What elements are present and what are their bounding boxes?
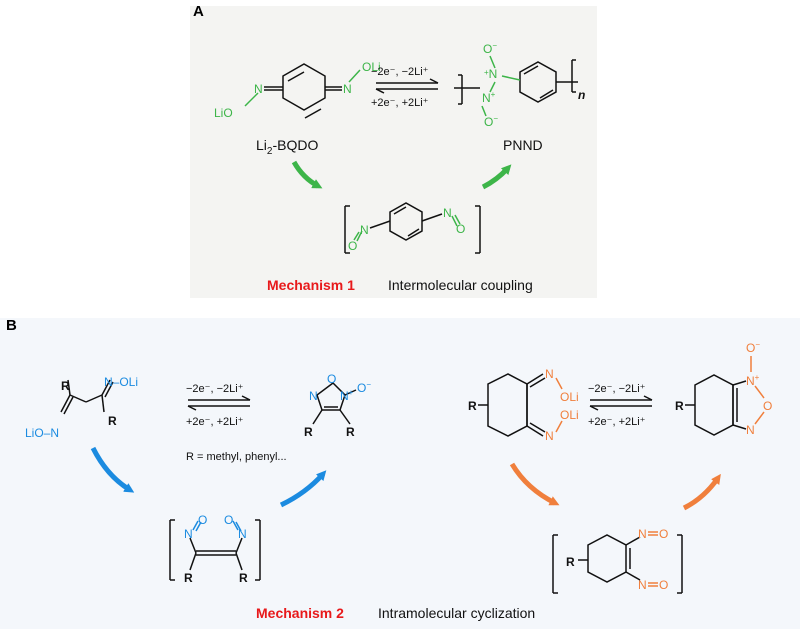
furoxan-molecule-b: [312, 382, 357, 425]
int-b-r-right: R: [239, 571, 248, 585]
int-b-r-left: R: [184, 571, 193, 585]
panel-a-background: [190, 6, 597, 298]
int-b-n-left: N: [184, 527, 193, 541]
fused-r: R: [675, 399, 684, 413]
furoxan-r-right: R: [346, 425, 355, 439]
panel-b-background: [0, 318, 800, 629]
pnnd-o-top: O−: [483, 41, 497, 56]
blue-arrow-up: [279, 470, 327, 508]
green-arrow-down: [291, 160, 323, 189]
dinitroso-intermediate-b: [169, 519, 261, 581]
atom-n-left: N: [254, 82, 263, 96]
r-definition: R = methyl, phenyl...: [186, 451, 287, 463]
furoxan-n-left: N: [309, 389, 318, 403]
int-c-n-top: N: [638, 527, 647, 541]
dioxime-r-top: R: [61, 379, 70, 393]
furoxan-r-left: R: [304, 425, 313, 439]
int-b-o-right: O: [224, 513, 233, 527]
conditions-reverse-b2: +2e⁻, +2Li⁺: [588, 416, 646, 428]
li2-bqdo-molecule: [244, 63, 361, 119]
int-b-o-left: O: [198, 513, 207, 527]
mechanism-2-label: Mechanism 2: [256, 605, 344, 621]
mechanism-1-text: Intermolecular coupling: [388, 277, 533, 293]
cyclic-dioxime-molecule: [478, 373, 563, 437]
fused-n-plus: N+: [746, 373, 760, 388]
conditions-reverse-a: +2e⁻, +2Li⁺: [371, 97, 429, 109]
equilibrium-arrow-b1: [187, 395, 251, 411]
int-a-n-right: N: [443, 206, 452, 220]
int-a-o-right: O: [456, 222, 465, 236]
orange-arrow-up: [682, 473, 721, 511]
dinitroso-intermediate-a: [344, 202, 481, 254]
pnnd-o-bottom: O−: [484, 114, 498, 129]
int-b-n-right: N: [238, 527, 247, 541]
dioxime-r-bottom: R: [108, 414, 117, 428]
conditions-reverse-b1: +2e⁻, +2Li⁺: [186, 416, 244, 428]
fused-o-ring: O: [763, 399, 772, 413]
dioxime-molecule-b: [60, 379, 114, 415]
mechanism-1-label: Mechanism 1: [267, 277, 355, 293]
conditions-forward-b1: −2e⁻, −2Li⁺: [186, 383, 244, 395]
pnnd-polymer: [454, 55, 578, 117]
dioxime-lio-n: LiO–N: [25, 426, 59, 440]
cyc-n-bottom: N: [545, 429, 554, 443]
product-name: PNND: [503, 137, 543, 153]
cyclic-dinitroso-intermediate: [552, 531, 683, 594]
equilibrium-arrow-a: [375, 78, 439, 94]
int-c-n-bottom: N: [638, 578, 647, 592]
furoxan-o-ring: O: [327, 372, 336, 386]
atom-lio-a: LiO: [214, 106, 233, 120]
equilibrium-arrow-b2: [589, 395, 653, 411]
fused-o-minus: O−: [746, 340, 760, 355]
furoxan-o-minus: O−: [357, 380, 371, 395]
blue-arrow-down: [90, 446, 135, 493]
cyc-r: R: [468, 399, 477, 413]
cyc-oli-bottom: OLi: [560, 408, 579, 422]
int-c-o-top: O: [659, 527, 668, 541]
cyc-n-top: N: [545, 367, 554, 381]
green-arrow-up: [481, 164, 512, 190]
cyc-oli-top: OLi: [560, 390, 579, 404]
polymer-subscript: n: [578, 88, 585, 102]
reactant-name: Li2-BQDO: [256, 137, 318, 157]
pnnd-n-top: +N: [484, 67, 497, 81]
dioxime-n-oli: N–OLi: [104, 375, 138, 389]
panel-a-letter: A: [193, 3, 204, 20]
int-a-o-left: O: [348, 239, 357, 253]
furoxan-n-right: N+: [340, 388, 354, 403]
int-c-r: R: [566, 555, 575, 569]
fused-n-bottom: N: [746, 423, 755, 437]
panel-b-letter: B: [6, 317, 17, 334]
int-a-n-left: N: [360, 223, 369, 237]
atom-oli-a: OLi: [362, 60, 381, 74]
orange-arrow-down: [509, 462, 560, 506]
conditions-forward-b2: −2e⁻, −2Li⁺: [588, 383, 646, 395]
fused-furoxan-molecule: [685, 356, 765, 436]
atom-n-right: N: [343, 82, 352, 96]
mechanism-2-text: Intramolecular cyclization: [378, 605, 535, 621]
pnnd-n-bottom: N+: [482, 90, 496, 105]
int-c-o-bottom: O: [659, 578, 668, 592]
conditions-forward-a: −2e⁻, −2Li⁺: [371, 66, 429, 78]
